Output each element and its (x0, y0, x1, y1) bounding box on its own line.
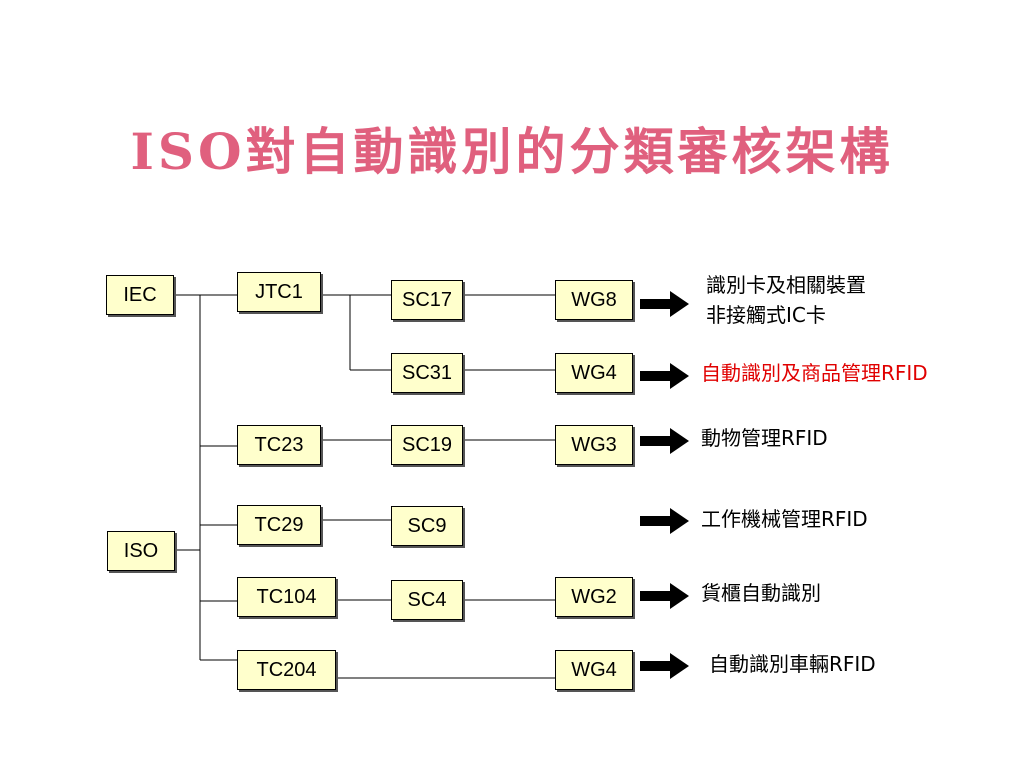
node-tc204: TC204 (237, 650, 336, 690)
label-sc9: 工作機械管理RFID (701, 507, 868, 531)
node-sc9: SC9 (391, 506, 463, 546)
node-tc104: TC104 (237, 577, 336, 617)
node-iso: ISO (107, 531, 175, 571)
arrow-right-icon (640, 583, 689, 609)
label-sc17-line2: 非接觸式IC卡 (706, 303, 826, 327)
node-sc31: SC31 (391, 353, 463, 393)
node-jtc1: JTC1 (237, 272, 321, 312)
node-sc4: SC4 (391, 580, 463, 620)
node-wg4-sc31: WG4 (555, 353, 633, 393)
node-iec: IEC (106, 275, 174, 315)
node-wg8: WG8 (555, 280, 633, 320)
arrow-right-icon (640, 428, 689, 454)
node-tc23: TC23 (237, 425, 321, 465)
node-wg2: WG2 (555, 577, 633, 617)
label-sc19: 動物管理RFID (701, 426, 828, 450)
label-sc17-line1: 識別卡及相關裝置 (706, 273, 866, 297)
node-wg4-tc204: WG4 (555, 650, 633, 690)
label-sc31: 自動識別及商品管理RFID (701, 361, 928, 385)
page-title: ISO對自動識別的分類審核架構 (130, 122, 894, 181)
node-tc29: TC29 (237, 505, 321, 545)
node-wg3: WG3 (555, 425, 633, 465)
label-wg2: 貨櫃自動識別 (701, 581, 821, 605)
arrow-right-icon (640, 363, 689, 389)
arrow-right-icon (640, 291, 689, 317)
arrow-right-icon (640, 653, 689, 679)
node-sc19: SC19 (391, 425, 463, 465)
arrow-right-icon (640, 508, 689, 534)
label-tc204: 自動識別車輛RFID (709, 652, 876, 676)
node-sc17: SC17 (391, 280, 463, 320)
